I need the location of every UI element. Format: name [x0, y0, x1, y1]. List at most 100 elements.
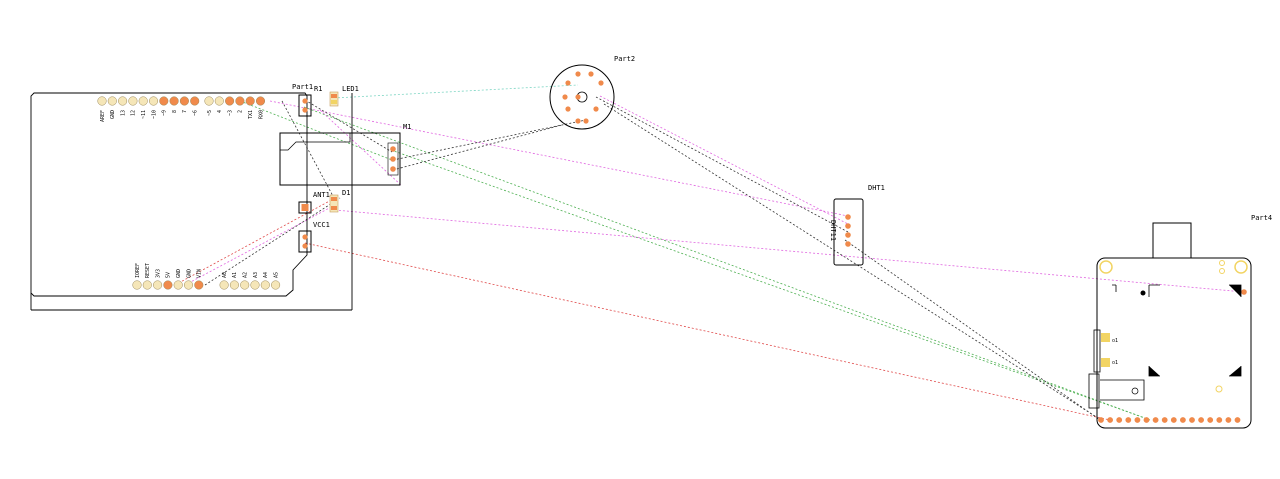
- part4-header-pin: [1198, 417, 1204, 423]
- arduino-pin-label: ~3: [227, 110, 233, 116]
- vcc1-pin: [302, 234, 308, 240]
- arduino-header-pin: [97, 96, 107, 106]
- part4-header-pin: [1143, 417, 1150, 423]
- part1-body: [298, 94, 312, 117]
- wire-magenta-2[interactable]: [334, 209, 1245, 293]
- arduino-pin-label: RESET: [145, 263, 151, 278]
- arduino-header-pin: [235, 96, 245, 106]
- ant1-label: ANT1: [313, 191, 330, 199]
- part4-small-hole: [1215, 385, 1223, 393]
- wire-magenta-4[interactable]: [599, 95, 849, 225]
- dht1-sensor[interactable]: DHT1 DHT11: [829, 184, 885, 266]
- vcc1-body: [298, 230, 312, 253]
- m1-pin: [390, 166, 396, 172]
- arduino-pin-label: ~11: [141, 110, 147, 119]
- r1-resistor[interactable]: R1: [314, 85, 322, 93]
- part2-pin: [575, 71, 581, 77]
- wire-black-4[interactable]: [603, 103, 1099, 419]
- arduino-header-pin: [225, 96, 235, 106]
- wire-red-1[interactable]: [304, 242, 1111, 421]
- part2-pin: [583, 118, 589, 124]
- part4-chip-corner: [1229, 366, 1242, 377]
- vcc1-pin: [302, 243, 308, 249]
- part4-label: Part4: [1251, 214, 1272, 222]
- part4-header-pin: [1107, 417, 1113, 423]
- arduino-outline: [30, 92, 308, 297]
- arduino-header-pin: [169, 96, 179, 106]
- m1-module[interactable]: R1 M1: [279, 123, 411, 186]
- part4-header-pin: [1189, 417, 1195, 423]
- wire-black-3[interactable]: [595, 96, 849, 233]
- m1-pin: [390, 146, 396, 152]
- part4-header-pin: [1134, 417, 1141, 423]
- part4-pin: [1241, 289, 1247, 295]
- arduino-pin-label: A3: [253, 272, 259, 278]
- arduino-pin-label: 8: [172, 110, 178, 113]
- arduino-header-pin: [142, 280, 152, 290]
- wire-cyan-1[interactable]: [333, 84, 579, 99]
- wire-black-5[interactable]: [844, 239, 1101, 421]
- wire-green-2[interactable]: [390, 149, 1146, 419]
- led1-pad: [331, 100, 337, 104]
- part4-side-connector: [1088, 373, 1100, 409]
- part4-board[interactable]: Part4 o1 o1: [1088, 214, 1272, 429]
- arduino-header-pin: [148, 96, 159, 106]
- part4-chip-corner: [1229, 284, 1242, 297]
- part4-header-pin: [1152, 417, 1159, 423]
- arduino-pin-label: 4: [217, 110, 223, 113]
- led1-body: [329, 91, 339, 107]
- wire-black-2[interactable]: [392, 124, 563, 171]
- part4-header-pin: [1161, 417, 1168, 423]
- arduino-header-pin: [163, 280, 173, 290]
- wire-black-1[interactable]: [392, 119, 587, 161]
- dht1-pin: [845, 223, 851, 229]
- m1-slot: [280, 133, 351, 151]
- arduino-header-pin: [255, 96, 266, 106]
- led1-label: LED1: [342, 85, 359, 93]
- part1-pin: [302, 107, 308, 113]
- vcc1[interactable]: VCC1: [298, 221, 330, 253]
- arduino-pin-label: GND: [110, 110, 116, 119]
- part4-chip-corner: [1112, 284, 1117, 292]
- d1-diode[interactable]: D1: [329, 189, 350, 213]
- part4-header-pin: [1116, 417, 1123, 423]
- wire-magenta-5[interactable]: [184, 204, 336, 286]
- led1[interactable]: LED1: [329, 85, 359, 107]
- part4-header-pin: [1234, 417, 1241, 423]
- part4-small-text: o1: [1112, 338, 1118, 344]
- arduino-pin-label: ~9: [162, 110, 168, 116]
- part2-round-sensor[interactable]: Part2: [549, 55, 635, 130]
- arduino-pin-label: 7: [182, 110, 188, 113]
- arduino-header-pin: [190, 96, 200, 106]
- wire-magenta-3[interactable]: [319, 109, 403, 187]
- part2-pin: [565, 106, 571, 112]
- part2-pin: [593, 106, 599, 112]
- arduino-header-pin: [128, 96, 138, 106]
- arduino-pin-label: ~10: [151, 110, 157, 119]
- ant1-pad: [301, 204, 309, 211]
- arduino-pin-label: GND: [176, 269, 182, 278]
- vcc1-label: VCC1: [313, 221, 330, 229]
- ant1[interactable]: ANT1: [298, 191, 330, 214]
- d1-body: [329, 194, 339, 213]
- part1-pin: [302, 98, 308, 104]
- dht1-pin: [845, 214, 851, 220]
- part2-label: Part2: [614, 55, 635, 63]
- arduino-header-pin: [183, 280, 194, 290]
- arduino-header-pin: [229, 280, 239, 290]
- arduino-header-pin: [240, 280, 250, 290]
- m1-label-visible: M1: [403, 123, 411, 131]
- wire-black-8[interactable]: [304, 99, 393, 153]
- wire-magenta-1[interactable]: [269, 100, 849, 217]
- arduino-pin-label: TX1: [248, 110, 254, 119]
- wire-black-6[interactable]: [204, 197, 341, 286]
- arduino-pin-label: 13: [120, 110, 126, 116]
- wire-green-3[interactable]: [239, 100, 393, 161]
- part1-connector[interactable]: Part1: [292, 83, 313, 117]
- arduino-header-pin: [173, 280, 183, 290]
- wire-green-1[interactable]: [303, 106, 1151, 421]
- part4-chip-corner: [1148, 284, 1160, 297]
- m1-body: [279, 132, 401, 186]
